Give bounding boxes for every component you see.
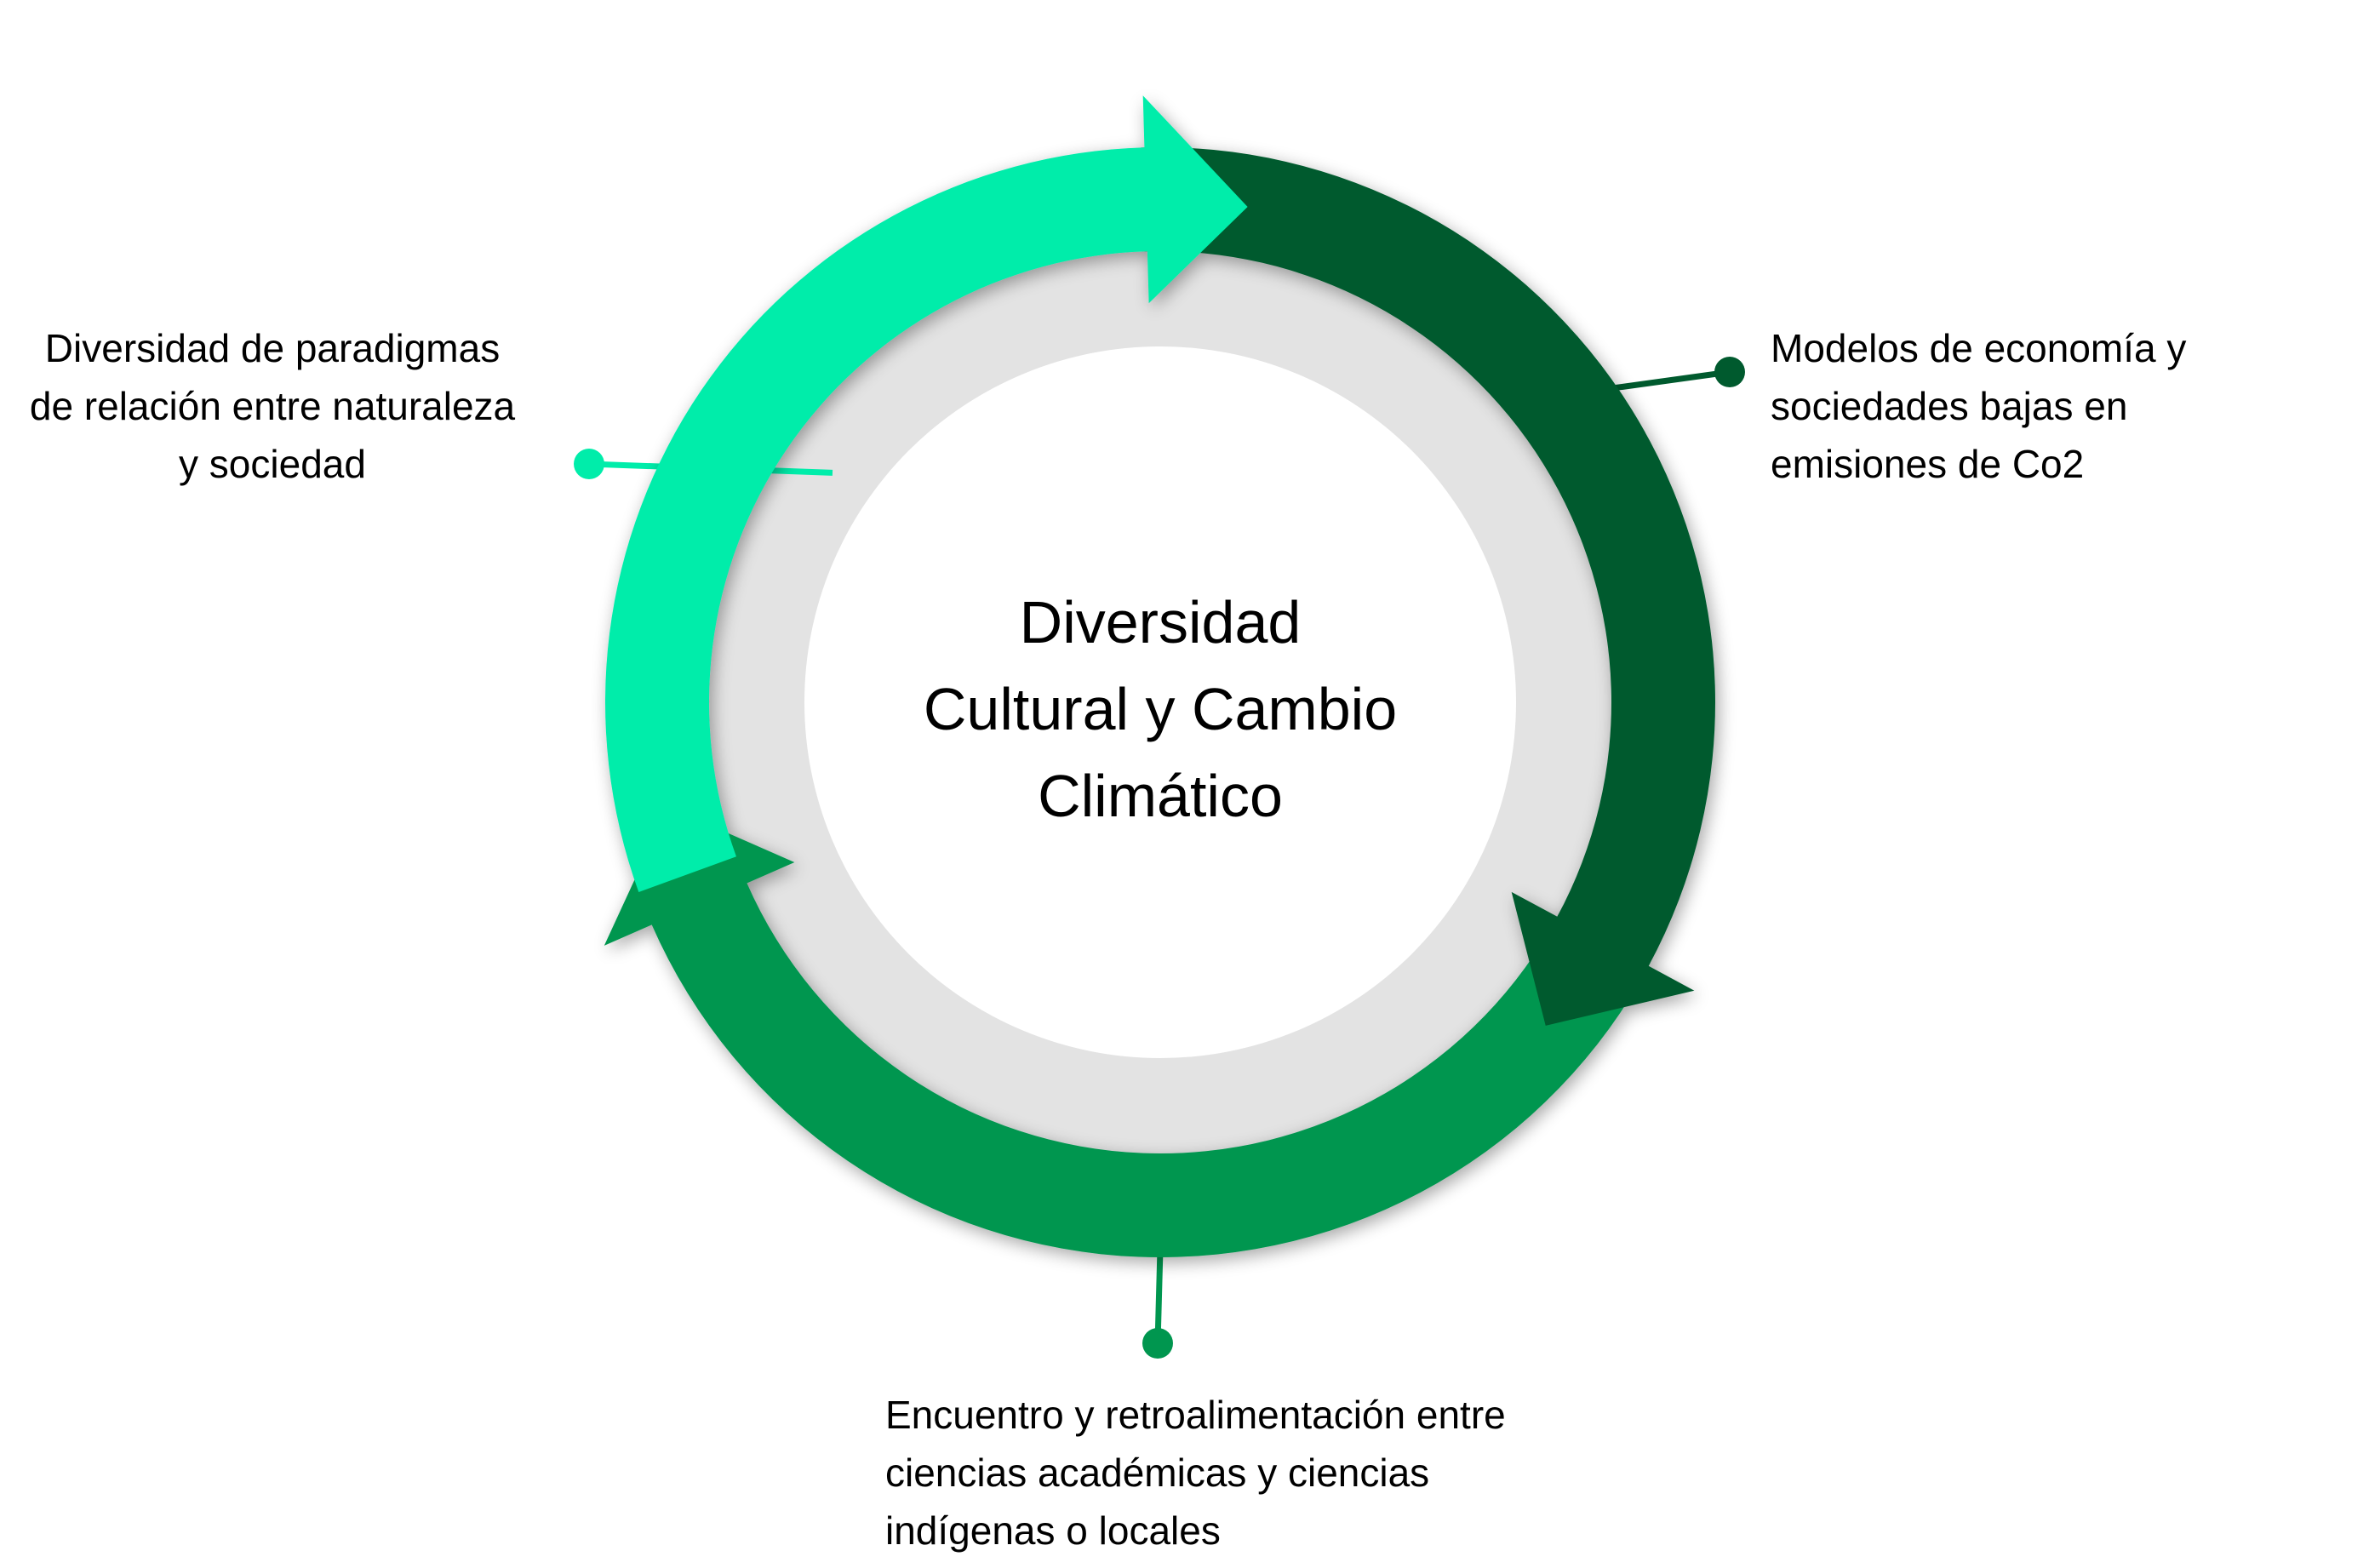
center-title-line: Climático [1038, 763, 1283, 829]
label-paradigmas: Diversidad de paradigmas de relación ent… [0, 319, 545, 493]
connector-dot-paradigmas [574, 449, 604, 479]
connector-line-ciencias [1154, 1248, 1164, 1344]
label-line: Diversidad de paradigmas [44, 326, 501, 370]
label-line: Encuentro y retroalimentación entre [885, 1393, 1506, 1437]
arrow-economia [1141, 147, 1715, 1026]
label-line: emisiones de Co2 [1771, 442, 2085, 486]
label-line: Modelos de economía y [1771, 326, 2187, 370]
center-circle [804, 346, 1516, 1058]
connector-line-economia [1607, 369, 1731, 392]
label-line: de relación entre naturaleza [29, 384, 516, 428]
label-ciencias: Encuentro y retroalimentación entre cien… [885, 1386, 1634, 1559]
connector-dot-economia [1714, 357, 1745, 387]
label-line: ciencias académicas y ciencias [885, 1451, 1430, 1495]
arrow-paradigmas [605, 95, 1248, 892]
center-title-line: Cultural y Cambio [923, 676, 1398, 742]
label-line: sociedades bajas en [1771, 384, 2128, 428]
label-economia: Modelos de economía y sociedades bajas e… [1771, 319, 2315, 493]
center-title: Diversidad Cultural y Cambio Climático [888, 579, 1433, 839]
connector-dot-ciencias [1142, 1328, 1173, 1359]
label-line: indígenas o locales [885, 1508, 1221, 1553]
label-line: y sociedad [179, 442, 366, 486]
center-title-line: Diversidad [1019, 589, 1302, 655]
arrow-ciencias [604, 806, 1651, 1258]
